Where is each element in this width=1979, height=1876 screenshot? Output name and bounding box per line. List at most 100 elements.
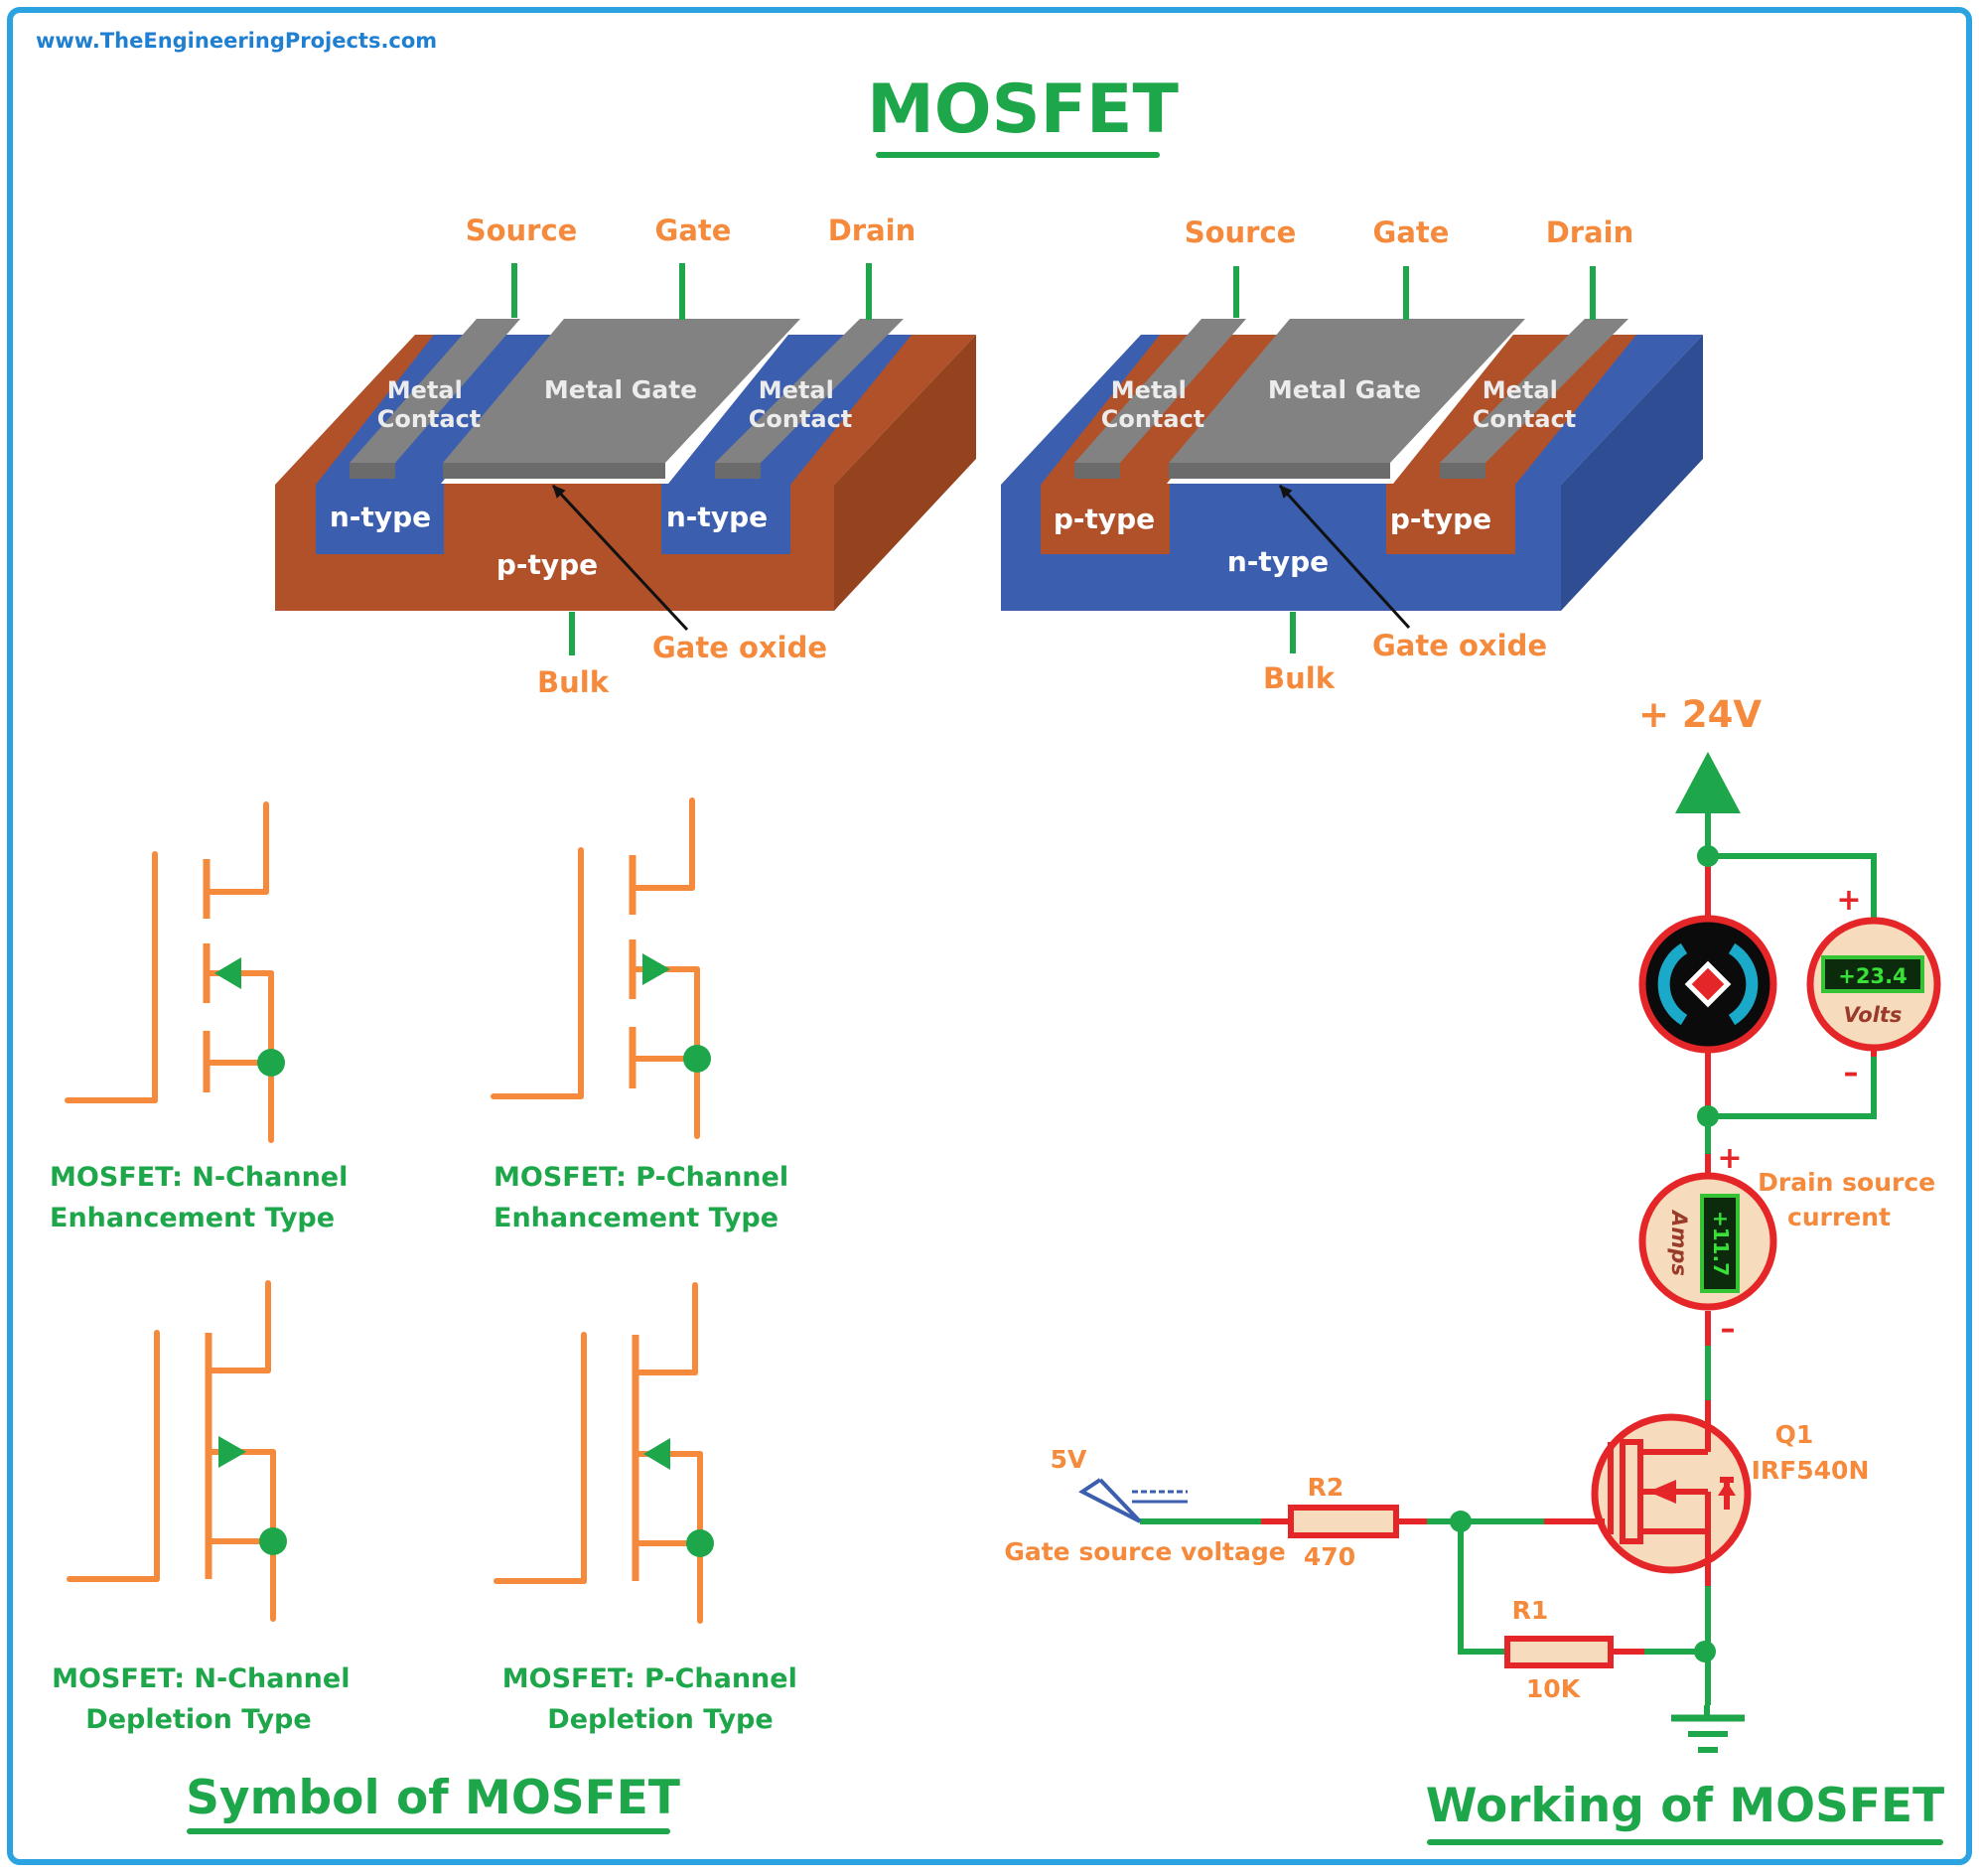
drain-label: Drain (1546, 216, 1634, 249)
r2-ref: R2 (1308, 1473, 1344, 1502)
body-diode-arrow (1718, 1482, 1736, 1496)
n-well-left-label: n-type (330, 501, 431, 533)
caption-p-enhancement: MOSFET: P-Channel Enhancement Type (494, 1162, 798, 1233)
voltmeter-unit: Volts (1844, 1003, 1903, 1027)
metal-contact-right-side (715, 463, 761, 479)
r1-ref: R1 (1512, 1596, 1549, 1625)
gate-label: Gate (1373, 216, 1450, 249)
substrate-right-face (1561, 335, 1703, 611)
metal-contact-left-line2: Contact (377, 405, 482, 433)
ammeter-unit: Amps (1667, 1209, 1691, 1276)
voltmeter[interactable]: +23.4 Volts + – (1806, 883, 1941, 1090)
symbol-section-title: Symbol of MOSFET (186, 1771, 680, 1825)
junction-dot (1694, 1641, 1716, 1662)
nmos-terminals (511, 263, 872, 655)
caption-n-depletion: MOSFET: N-Channel Depletion Type (52, 1663, 359, 1735)
r2-value: 470 (1304, 1542, 1355, 1571)
p-well-right (1386, 485, 1515, 554)
metal-contact-left-line1: Metal (1111, 376, 1187, 404)
supply-arrow (1675, 752, 1741, 813)
website-url[interactable]: www.TheEngineeringProjects.com (36, 29, 437, 53)
body-dot (683, 1045, 711, 1073)
ammeter-reading: +11.7 (1709, 1211, 1733, 1276)
lamp-arc-right (1728, 942, 1759, 1026)
drain-label: Drain (828, 214, 917, 247)
working-section-underline (1427, 1839, 1943, 1845)
mosfet-symbols (65, 797, 714, 1624)
caption-line1: MOSFET: P-Channel (502, 1663, 797, 1694)
symbol-captions: MOSFET: N-Channel Enhancement Type MOSFE… (50, 1162, 807, 1735)
junction-dot (1450, 1511, 1472, 1532)
metal-contact-left-line1: Metal (387, 376, 463, 404)
caption-n-enhancement: MOSFET: N-Channel Enhancement Type (50, 1162, 357, 1233)
wire (1708, 853, 1877, 919)
caption-line2: Depletion Type (547, 1704, 773, 1735)
voltmeter-minus: – (1844, 1056, 1859, 1090)
channel-arrow (642, 953, 670, 985)
caption-p-depletion: MOSFET: P-Channel Depletion Type (502, 1663, 807, 1735)
metal-gate-side (443, 463, 665, 479)
voltmeter-display (1821, 955, 1924, 993)
transistor-q1[interactable]: Q1 IRF540N (1587, 1413, 1870, 1574)
caption-line2: Enhancement Type (494, 1203, 778, 1233)
symbol-p-depletion (494, 1282, 714, 1624)
symbol-p-enhancement (491, 797, 711, 1139)
resistor-r1[interactable]: R1 10K (1504, 1596, 1614, 1703)
ammeter-plus: + (1717, 1141, 1742, 1176)
lamp[interactable] (1638, 915, 1777, 1054)
ground-symbol (1671, 1714, 1745, 1753)
page-title: MOSFET (867, 71, 1179, 149)
resistor-r2[interactable]: R2 470 (1288, 1473, 1399, 1571)
channel-arrow (643, 1438, 670, 1470)
ammeter-label-line1: Drain source (1758, 1168, 1935, 1197)
junctions (1450, 845, 1719, 1662)
transistor-part: IRF540N (1752, 1456, 1870, 1485)
symbol-n-enhancement (65, 801, 285, 1143)
metal-contact-left-side (1074, 463, 1120, 479)
caption-line2: Enhancement Type (50, 1203, 335, 1233)
wire (1458, 1521, 1507, 1655)
metal-contact-left-line2: Contact (1101, 405, 1205, 433)
body-dot (259, 1527, 287, 1555)
channel-arrow (214, 957, 241, 989)
symbol-section-underline (187, 1828, 670, 1834)
n-well-right (661, 485, 790, 554)
caption-line2: Depletion Type (85, 1704, 311, 1735)
bulk-label: Bulk (1263, 661, 1336, 695)
source-label: Gate source voltage (1004, 1537, 1285, 1566)
metal-contact-right-label: Metal Contact (1473, 376, 1577, 433)
gate-oxide-pointer (551, 484, 689, 632)
metal-contact-left-top (350, 319, 520, 463)
junction-dot (1697, 1105, 1719, 1127)
voltage-source[interactable]: 5V Gate source voltage (1004, 1445, 1285, 1566)
nmos-labels: Source Gate Drain Metal Contact Metal Ga… (330, 214, 916, 699)
source-label: Source (1185, 216, 1297, 249)
pmos-terminals (1233, 266, 1596, 653)
bulk-label: Bulk (537, 665, 610, 699)
page-border (7, 7, 1972, 1865)
title-underline (876, 152, 1160, 158)
metal-contact-right-label: Metal Contact (749, 376, 853, 433)
r1-body (1504, 1636, 1614, 1668)
junction-dot (1697, 845, 1719, 867)
r1-value: 10K (1526, 1674, 1582, 1703)
working-section-title: Working of MOSFET (1426, 1779, 1944, 1833)
metal-contact-right-line2: Contact (1473, 405, 1577, 433)
pmos-labels: Source Gate Drain Metal Contact Metal Ga… (1054, 216, 1633, 695)
source-label: Source (466, 214, 578, 247)
ammeter-minus: – (1721, 1312, 1736, 1347)
lamp-arc-left (1657, 942, 1688, 1026)
gate-label: Gate (655, 214, 732, 247)
metal-contact-right-line1: Metal (759, 376, 834, 404)
gate-oxide-label: Gate oxide (1372, 629, 1547, 662)
caption-line1: MOSFET: N-Channel (52, 1663, 350, 1694)
source-terminal (1078, 1478, 1142, 1523)
ammeter[interactable]: +11.7 Amps + – Drain source current (1638, 1141, 1944, 1347)
metal-contact-right-line1: Metal (1483, 376, 1558, 404)
body-dot (257, 1049, 285, 1077)
p-well-left (1041, 485, 1170, 554)
substrate-label: n-type (1227, 545, 1329, 578)
n-well-left (316, 485, 444, 554)
source-value: 5V (1051, 1445, 1087, 1474)
